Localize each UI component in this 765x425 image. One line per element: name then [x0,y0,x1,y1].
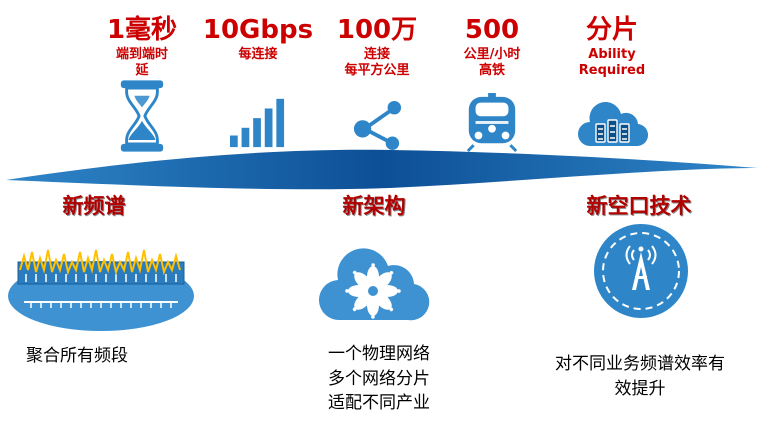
swoosh-divider [0,142,765,206]
metric-speed: 500 公里/小时 高铁 [434,16,550,166]
section-caption-air-interface: 对不同业务频谱效率有 效提升 [555,354,725,399]
train-icon [463,92,521,156]
metric-subtitle: 每连接 [238,46,278,62]
cloud-servers-icon [574,98,650,156]
section-title-air-interface: 新空口技术 [586,194,692,218]
section-caption-architecture: 一个物理网络 多个网络分片 适配不同产业 [328,344,430,414]
metric-subtitle: 连接 每平方公里 [344,46,410,78]
metric-throughput: 10Gbps 每连接 [198,16,318,166]
hourglass-icon [117,80,167,156]
antenna-circle-icon [592,222,690,324]
metric-title: 10Gbps [202,15,314,45]
metric-connections: 100万 连接 每平方公里 [316,16,438,166]
section-title-architecture: 新架构 [342,194,406,218]
signal-bars-icon [230,96,286,152]
metric-title: 100万 [336,15,418,45]
metric-latency: 1毫秒 端到端时 延 [78,16,206,166]
cloud-network-icon [310,228,436,334]
metric-title: 500 [464,15,520,45]
metric-slicing: 分片 Ability Required [552,16,672,166]
section-caption-spectrum: 聚合所有频段 [26,346,128,366]
metric-title: 分片 [585,15,638,45]
metric-subtitle: 公里/小时 高铁 [463,46,521,78]
section-title-spectrum: 新频谱 [62,194,126,218]
metric-subtitle: Ability Required [578,46,646,78]
metric-subtitle: 端到端时 延 [115,46,168,78]
metric-title: 1毫秒 [106,15,178,45]
share-nodes-icon [351,100,403,154]
spectrum-ruler-icon [6,236,196,336]
